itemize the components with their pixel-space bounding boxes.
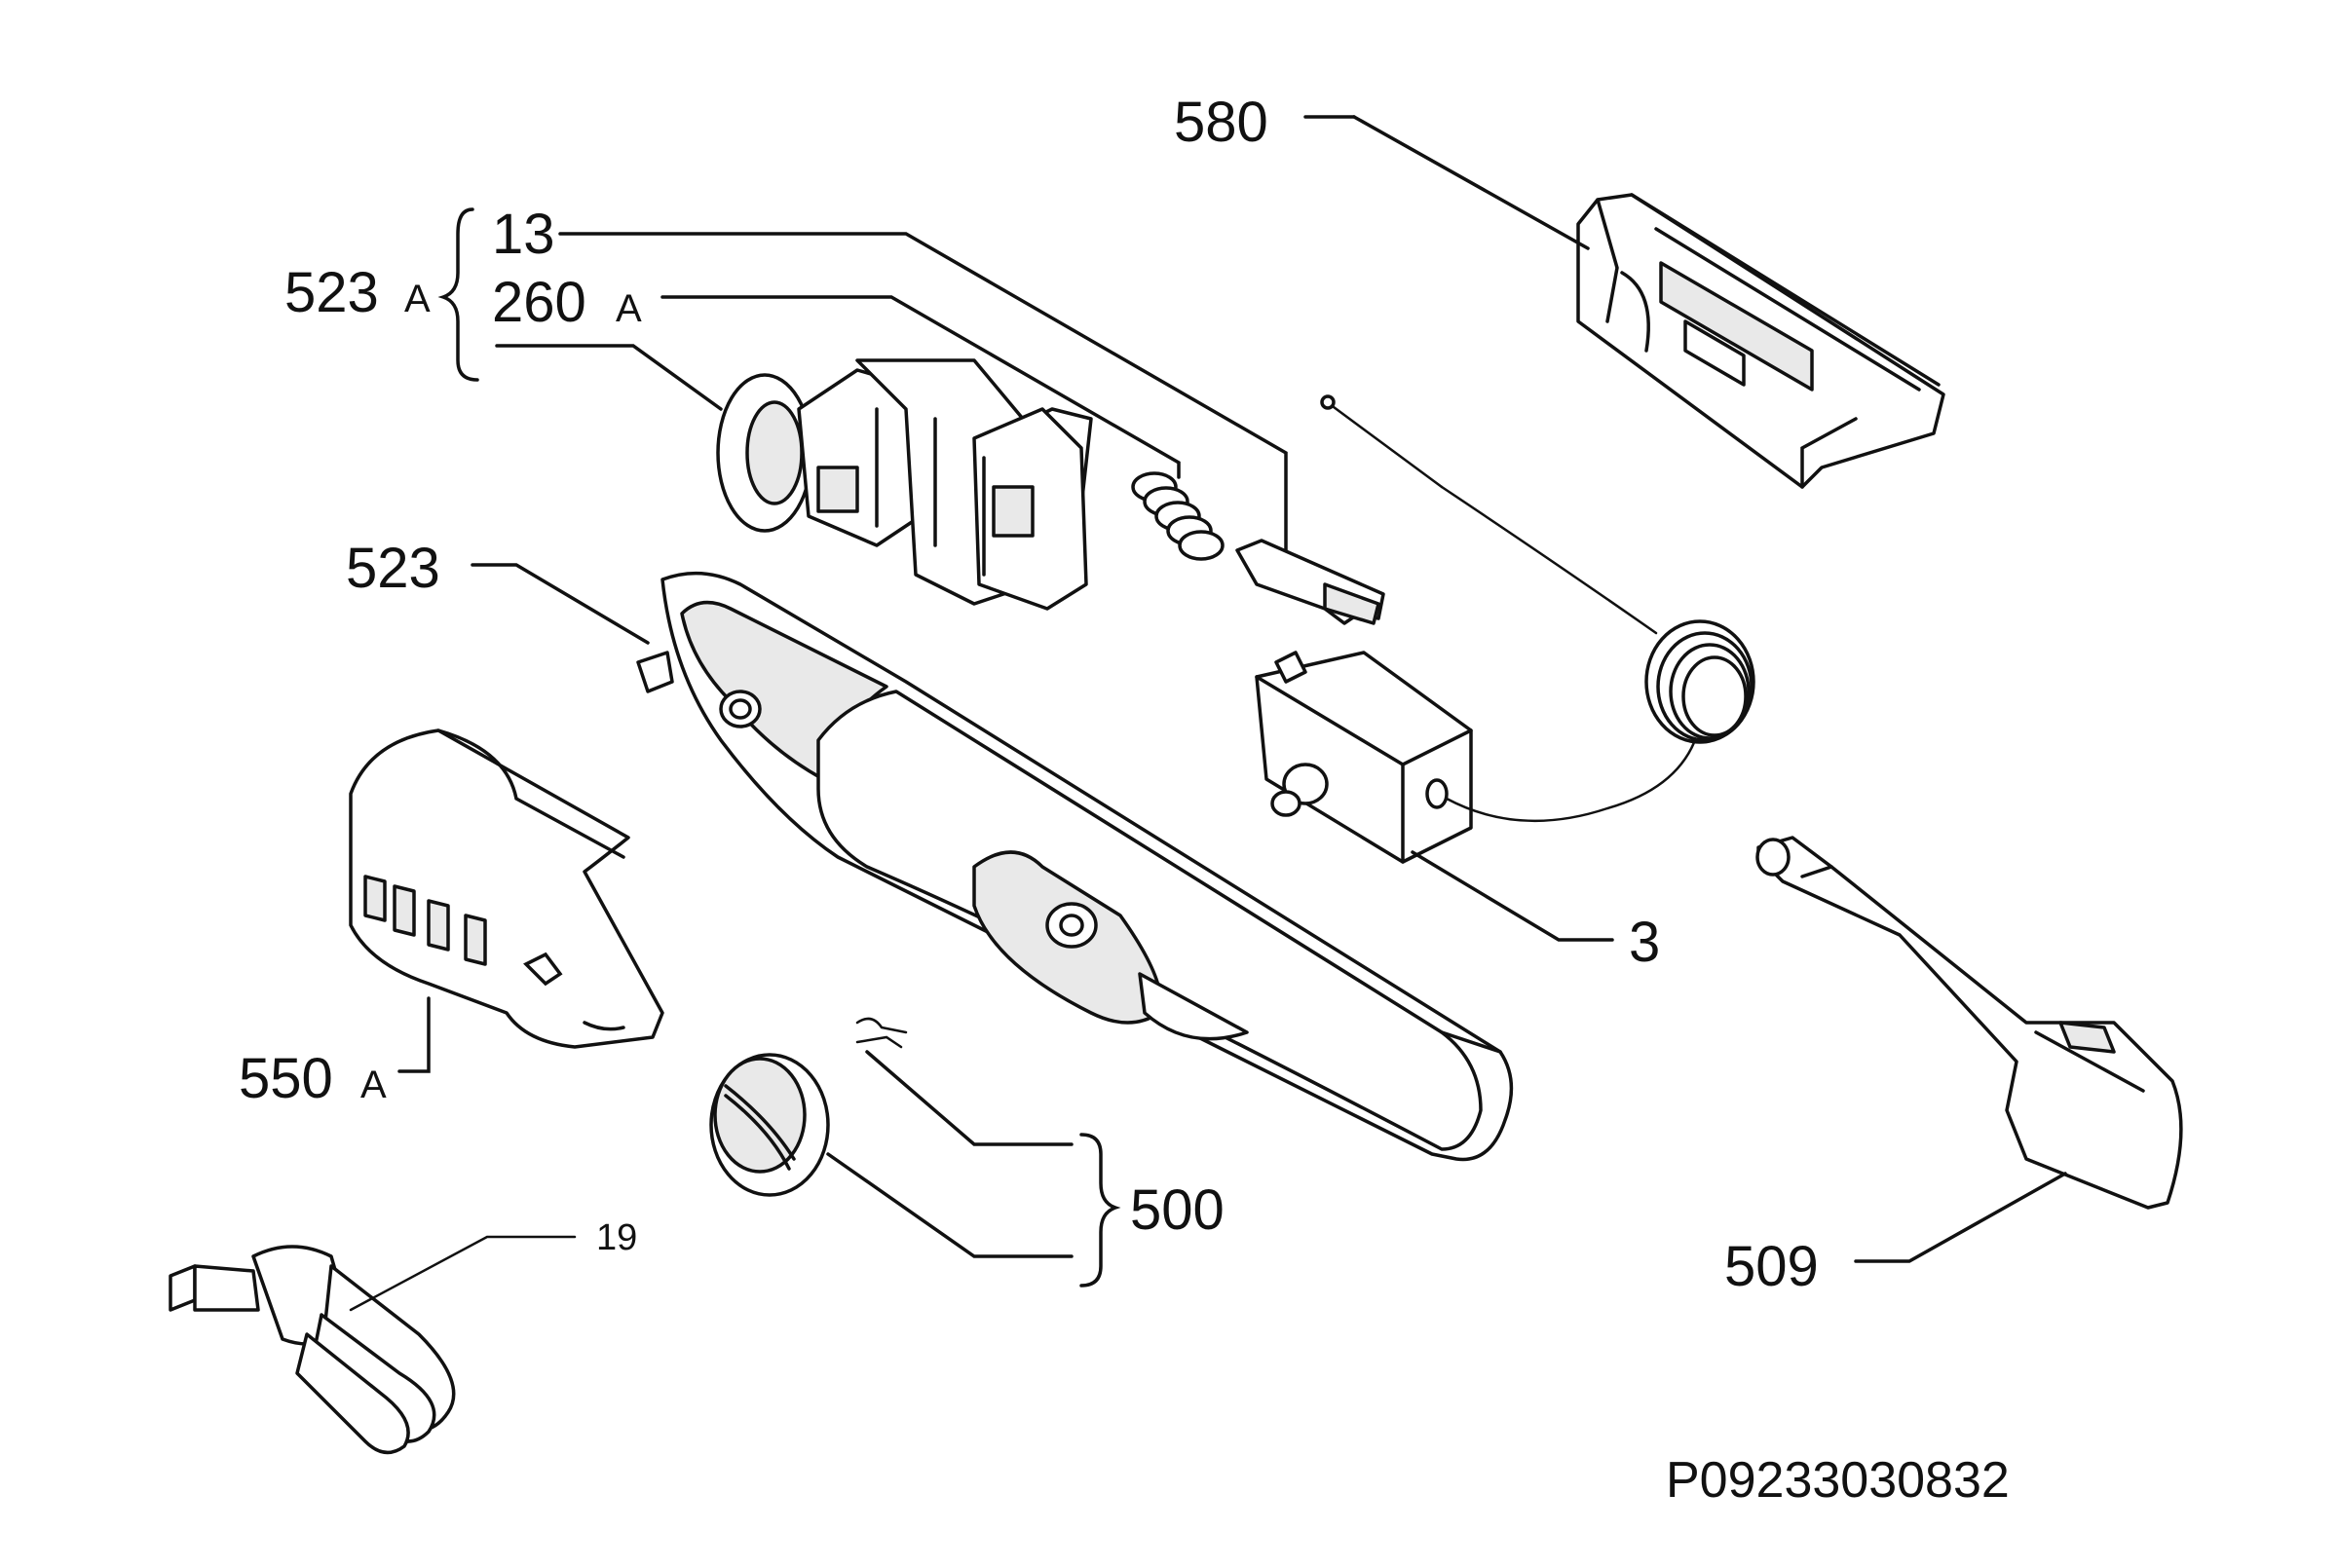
leader-550a	[397, 996, 431, 1073]
leader-500-b	[826, 1152, 1074, 1258]
part-580-bracket	[1576, 193, 1945, 489]
leader-500-a	[865, 1050, 1074, 1146]
part-509-trim	[1755, 836, 2183, 1210]
part-550a-cover	[349, 728, 664, 1049]
leader-523a	[495, 344, 723, 411]
callout-500: 500	[1130, 1178, 1225, 1242]
callout-523: 523	[346, 537, 440, 600]
part-3-thermostat	[1255, 394, 1755, 864]
callout-260a-number: 260	[492, 271, 586, 334]
callout-13: 13	[492, 203, 555, 266]
part-500-clip	[855, 1017, 908, 1049]
callout-580: 580	[1174, 91, 1268, 154]
callout-550a-suffix: A	[360, 1064, 387, 1106]
callout-260a-suffix: A	[616, 287, 642, 330]
part-500-knob	[709, 1053, 830, 1197]
callout-19: 19	[596, 1217, 637, 1258]
callout-509: 509	[1724, 1235, 1819, 1298]
leader-3	[1411, 850, 1614, 942]
part-13-pin	[1235, 539, 1385, 625]
callout-523a-number: 523	[284, 261, 379, 324]
leader-523a-bracket	[437, 207, 479, 382]
leader-13	[558, 232, 1288, 552]
drawing-code: P09233030832	[1666, 1452, 2010, 1509]
part-19-lamp	[169, 1245, 456, 1455]
leader-19	[349, 1235, 577, 1312]
leader-580-b	[1352, 115, 1590, 250]
part-523-handle-housing	[636, 571, 1514, 1162]
callout-3: 3	[1629, 911, 1660, 974]
leader-500-bracket	[1079, 1133, 1121, 1288]
callout-523a-suffix: A	[404, 278, 431, 320]
callout-550a-number: 550	[239, 1047, 333, 1110]
part-260a-spring	[1131, 471, 1225, 561]
part-523a-switch-assembly	[716, 358, 1093, 611]
leader-523	[471, 563, 650, 645]
leader-260a	[660, 295, 1181, 479]
leader-509	[1854, 1172, 2067, 1263]
